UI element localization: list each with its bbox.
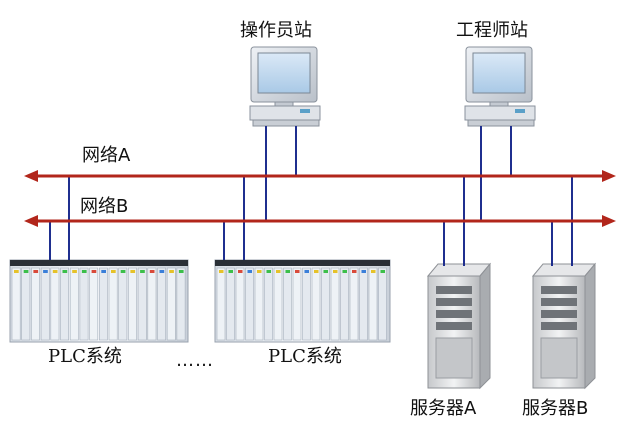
- plc-module-led: [266, 270, 271, 273]
- ellipsis-label: ……: [176, 350, 214, 371]
- plc-module-led: [219, 270, 224, 273]
- plc-module: [245, 267, 254, 341]
- plc-module-led: [43, 270, 48, 273]
- plc-system-2-label: PLC系统: [268, 346, 342, 367]
- plc-module-led: [14, 270, 19, 273]
- engineer-station-label: 工程师站: [456, 20, 528, 41]
- server-b-label: 服务器B: [522, 398, 589, 419]
- plc-module-led: [228, 270, 233, 273]
- engineer-station-computer: [464, 46, 536, 127]
- plc-module-led: [380, 270, 385, 273]
- plc-module-led: [159, 270, 165, 273]
- plc-module-led: [120, 270, 126, 273]
- plc-module: [340, 267, 349, 341]
- plc-module: [283, 267, 292, 341]
- plc-module: [108, 267, 118, 341]
- plc-module-led: [323, 270, 328, 273]
- plc-module: [216, 267, 226, 341]
- plc-module: [226, 267, 235, 341]
- plc-module: [157, 267, 166, 341]
- plc-module-led: [342, 270, 347, 273]
- server-a-tower: [426, 262, 492, 390]
- plc-module-led: [149, 270, 155, 273]
- plc-module: [50, 267, 60, 341]
- plc-module-led: [333, 270, 338, 273]
- plc-module: [69, 267, 79, 341]
- plc-module: [137, 267, 147, 341]
- plc-system-1-label: PLC系统: [48, 346, 122, 367]
- server-b-tower: [531, 262, 597, 390]
- network-a-bus: [24, 170, 616, 182]
- plc-module-led: [247, 270, 252, 273]
- plc-module-led: [23, 270, 29, 273]
- plc-module: [292, 267, 302, 341]
- plc-module-led: [33, 270, 39, 273]
- plc-module: [254, 267, 264, 341]
- plc-module-led: [72, 270, 77, 273]
- plc-module-led: [371, 270, 376, 273]
- plc-module: [166, 267, 176, 341]
- plc-module: [89, 267, 99, 341]
- plc-module-led: [285, 270, 290, 273]
- plc-module-led: [257, 270, 262, 273]
- plc-module: [311, 267, 321, 341]
- plc-rack-2-modules: [216, 267, 387, 341]
- plc-module: [330, 267, 340, 341]
- plc-module-led: [62, 270, 68, 273]
- plc-module-led: [238, 270, 243, 273]
- operator-station-computer: [249, 46, 321, 127]
- plc-module-led: [178, 270, 184, 273]
- plc-module: [79, 267, 89, 341]
- plc-module: [21, 267, 31, 341]
- plc-module: [368, 267, 378, 341]
- plc-module-led: [361, 270, 366, 273]
- plc-module: [302, 267, 311, 341]
- plc-module: [176, 267, 186, 341]
- plc-module-led: [169, 270, 174, 273]
- plc-module-led: [101, 270, 106, 273]
- plc-module-led: [52, 270, 58, 273]
- plc-module-led: [140, 270, 145, 273]
- plc-module-led: [111, 270, 116, 273]
- plc-module-led: [276, 270, 281, 273]
- plc-module-led: [295, 270, 300, 273]
- plc-rack-1-modules: [11, 267, 186, 341]
- plc-module: [11, 267, 21, 341]
- network-a-label: 网络A: [82, 145, 131, 166]
- plc-module: [235, 267, 245, 341]
- plc-module: [147, 267, 157, 341]
- plc-module-led: [304, 270, 309, 273]
- network-b-bus: [24, 215, 616, 227]
- plc-module: [264, 267, 273, 341]
- plc-module-led: [81, 270, 87, 273]
- plc-module-led: [91, 270, 97, 273]
- plc-module: [31, 267, 40, 341]
- operator-station-label: 操作员站: [240, 20, 312, 41]
- server-a-label: 服务器A: [410, 398, 477, 419]
- plc-module: [118, 267, 128, 341]
- plc-module: [349, 267, 359, 341]
- plc-module-led: [314, 270, 319, 273]
- plc-module: [273, 267, 283, 341]
- plc-module-led: [352, 270, 357, 273]
- plc-module: [321, 267, 330, 341]
- plc-module: [378, 267, 387, 341]
- plc-module: [359, 267, 368, 341]
- plc-module: [99, 267, 108, 341]
- plc-module: [128, 267, 137, 341]
- plc-module: [60, 267, 69, 341]
- network-b-label: 网络B: [80, 196, 129, 217]
- plc-module-led: [130, 270, 136, 273]
- plc-module: [40, 267, 50, 341]
